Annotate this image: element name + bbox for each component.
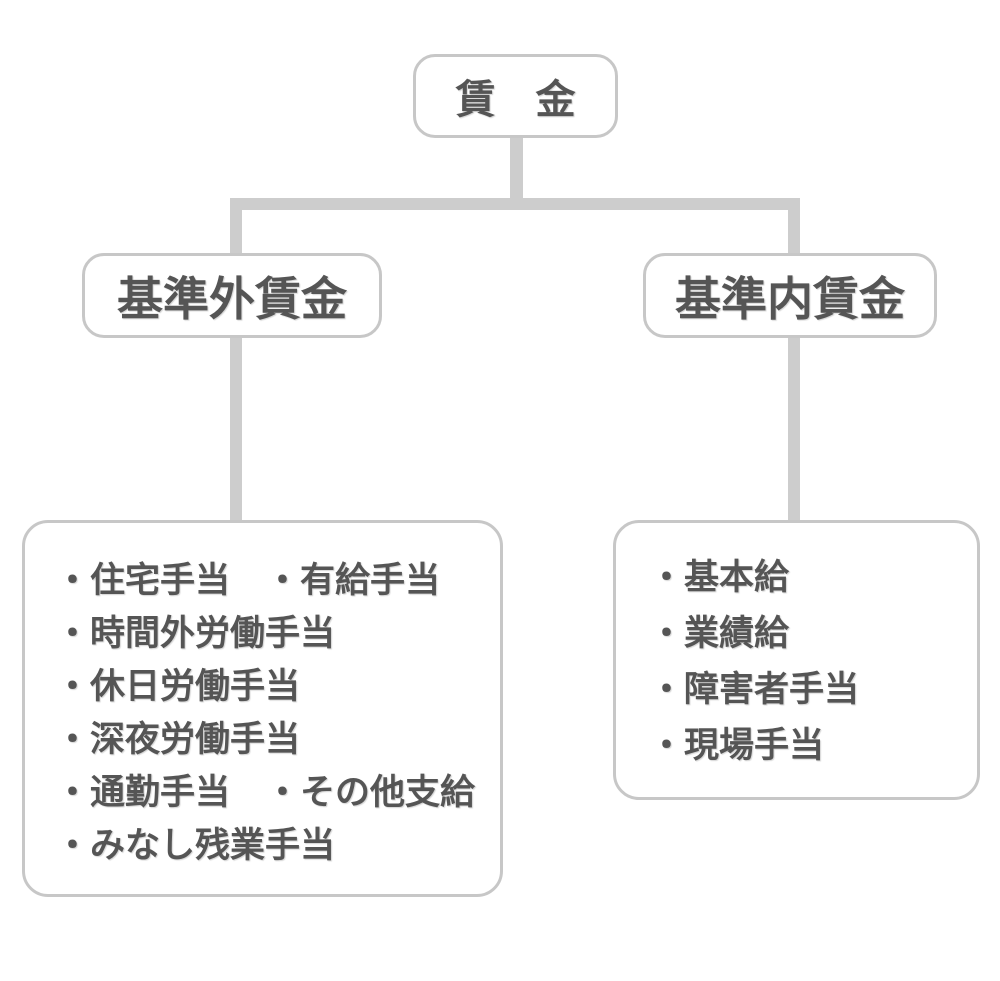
node-wages-label: 賃 金 (455, 78, 576, 122)
node-standard-wages-label: 基準内賃金 (675, 272, 905, 325)
node-nonstandard-wages: 基準外賃金 (82, 253, 382, 338)
list-item: ・障害者手当 (649, 670, 860, 709)
connector-right-drop (788, 198, 800, 256)
list-item: ・住宅手当 ・有給手当 (55, 561, 441, 600)
connector-left-branch-stem (230, 336, 242, 522)
nonstandard-wages-items-box: ・住宅手当 ・有給手当 ・時間外労働手当 ・休日労働手当 ・深夜労働手当 ・通勤… (22, 520, 503, 897)
standard-wages-items-box: ・基本給 ・業績給 ・障害者手当 ・現場手当 (613, 520, 980, 800)
list-item: ・休日労働手当 (55, 667, 301, 706)
list-item: ・現場手当 (649, 726, 825, 765)
list-item: ・深夜労働手当 (55, 720, 301, 759)
list-item: ・通勤手当 ・その他支給 (55, 773, 476, 812)
node-nonstandard-wages-label: 基準外賃金 (117, 272, 347, 325)
node-wages: 賃 金 (413, 54, 618, 138)
connector-right-branch-stem (788, 336, 800, 522)
node-standard-wages: 基準内賃金 (643, 253, 937, 338)
connector-horizontal-bar (230, 198, 800, 210)
connector-left-drop (230, 198, 242, 256)
list-item: ・基本給 (649, 558, 790, 597)
list-item: ・みなし残業手当 (55, 826, 336, 865)
connector-root-stem (510, 136, 523, 199)
list-item: ・時間外労働手当 (55, 614, 336, 653)
list-item: ・業績給 (649, 614, 790, 653)
